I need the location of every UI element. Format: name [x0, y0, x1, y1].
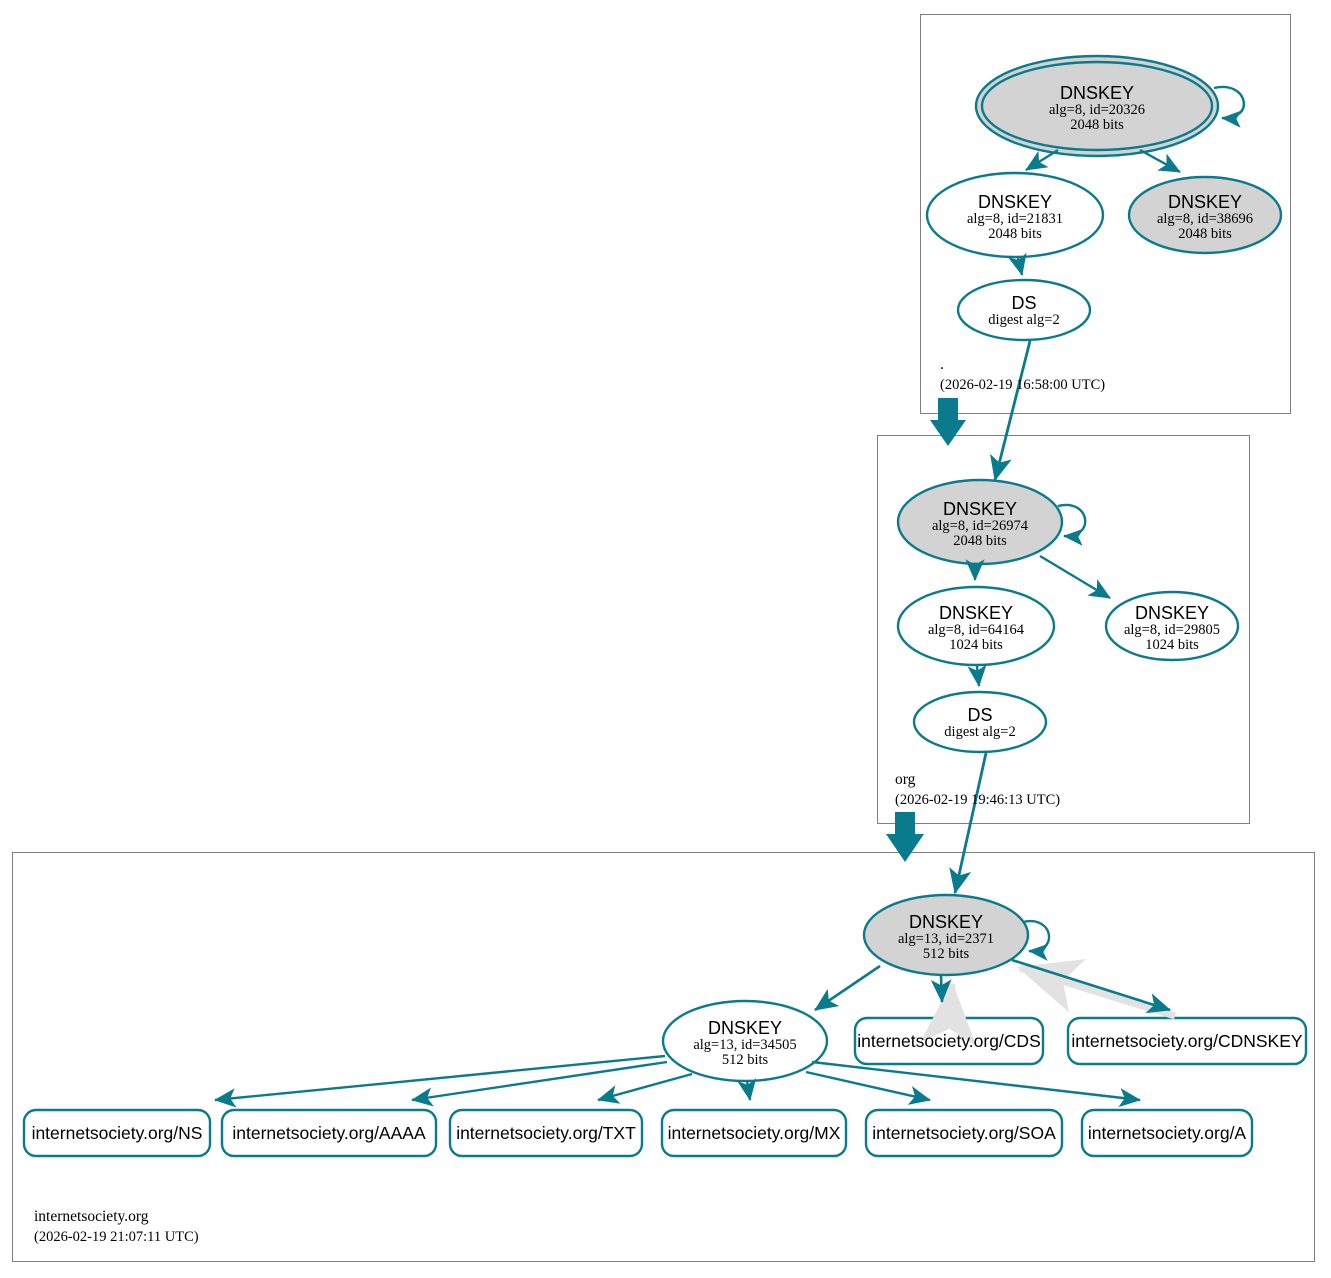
edge-is34505-to-txt	[597, 1072, 693, 1104]
node-root-dnskey-20326[interactable]	[974, 54, 1220, 158]
node-rrset-mx[interactable]	[660, 1108, 848, 1158]
edge-is34505-to-ns	[214, 1054, 666, 1108]
node-rrset-a[interactable]	[1080, 1108, 1254, 1158]
node-root-dnskey-21831[interactable]	[925, 171, 1105, 259]
zone-label-internetsociety: internetsociety.org (2026-02-19 21:07:11…	[34, 1208, 199, 1246]
node-rrset-aaaa[interactable]	[220, 1108, 438, 1158]
node-org-dnskey-26974[interactable]	[896, 478, 1064, 566]
edge-rootds-to-org26974	[990, 340, 1032, 482]
edge-self-loop-is-2371	[1022, 919, 1051, 961]
zone-box-internetsociety	[12, 852, 1315, 1262]
node-rrset-cds[interactable]	[853, 1016, 1045, 1066]
edge-is34505-to-a	[811, 1060, 1141, 1108]
edge-org26974-to-org29805	[1039, 554, 1111, 600]
zone-box-org	[877, 435, 1250, 824]
edge-is34505-to-soa	[805, 1070, 931, 1105]
zone-box-root	[920, 14, 1291, 414]
edge-delegation-org-to-internetsociety	[886, 812, 924, 862]
edge-is2371-to-cdnskey	[1011, 958, 1171, 1014]
edge-orgds-to-is2371	[949, 752, 988, 895]
edge-cdnskey-to-is2371-reference	[1017, 959, 1177, 1020]
node-rrset-txt[interactable]	[448, 1108, 644, 1158]
node-org-dnskey-64164[interactable]	[896, 585, 1056, 667]
edge-root20326-to-root38696	[1139, 148, 1181, 174]
node-org-ds[interactable]	[912, 690, 1048, 754]
node-is-dnskey-2371[interactable]	[862, 893, 1030, 977]
node-is-dnskey-34505[interactable]	[661, 999, 829, 1083]
node-rrset-cdnskey[interactable]	[1066, 1016, 1308, 1066]
edge-cds-to-is2371-reference	[920, 981, 977, 1046]
edge-org64164-to-orgds	[967, 664, 987, 687]
edge-root20326-to-root21831	[1025, 148, 1059, 172]
edge-is34505-to-mx	[737, 1078, 757, 1101]
edge-is34505-to-aaaa	[411, 1060, 668, 1107]
edge-root21831-to-rootds	[1007, 252, 1027, 276]
node-org-dnskey-29805[interactable]	[1104, 590, 1240, 662]
node-rrset-ns[interactable]	[22, 1108, 212, 1158]
edge-self-loop-root-20326	[1213, 85, 1246, 128]
edge-delegation-root-to-org	[930, 398, 966, 446]
zone-label-org: org (2026-02-19 19:46:13 UTC)	[895, 771, 1061, 809]
zone-label-root: . (2026-02-19 16:58:00 UTC)	[940, 356, 1106, 394]
edge-is2371-to-cds	[930, 975, 952, 1004]
node-root-dnskey-38696[interactable]	[1127, 175, 1283, 255]
node-root-ds[interactable]	[956, 278, 1092, 342]
edge-is2371-to-is34505	[814, 964, 881, 1012]
node-rrset-soa[interactable]	[864, 1108, 1064, 1158]
edge-self-loop-org-26974	[1057, 503, 1087, 546]
